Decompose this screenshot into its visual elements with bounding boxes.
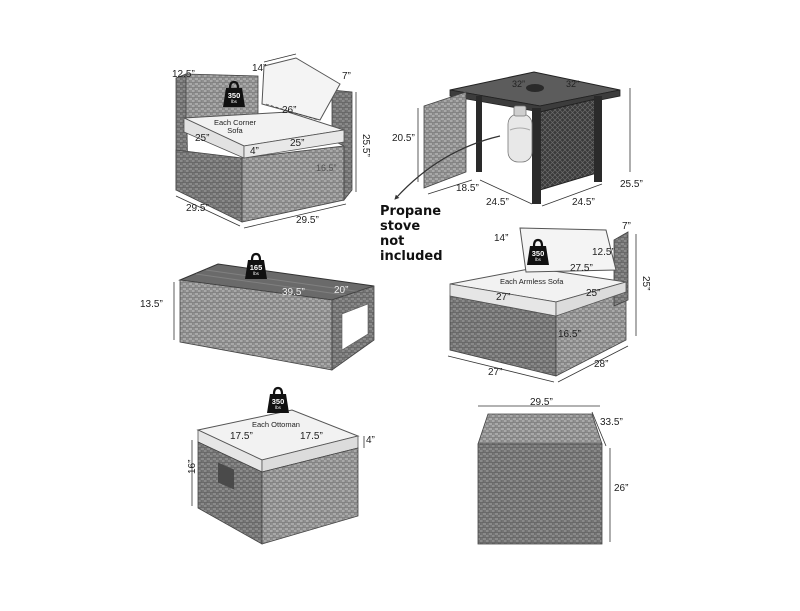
corner-sofa-weight-unit: lbs [231, 99, 237, 104]
coffee-table-weight-value: 165 [249, 263, 263, 272]
armless-sofa-weight-icon: 350 lbs [526, 238, 550, 266]
storage-box-front [477, 443, 603, 545]
coffee-table-opening [341, 303, 369, 351]
coffee-table-depth: 20” [334, 285, 349, 296]
propane-note-line-2: stove [380, 219, 421, 234]
coffee-table-weight-unit: lbs [253, 271, 259, 276]
armless-sofa-weight-value: 350 [531, 249, 545, 258]
corner-sofa-seat-cushion-front [243, 129, 345, 159]
ottoman-weight-icon: 350 lbs [266, 386, 290, 414]
corner-sofa-drawing [175, 53, 357, 229]
fire-table-top-right: 32” [566, 79, 580, 89]
fire-table-open-door [423, 91, 467, 189]
armless-sofa-back-thickness: 7” [622, 221, 631, 232]
storage-box-height: 26” [614, 483, 629, 494]
storage-box-depth: 33.5” [600, 417, 623, 428]
coffee-table-length: 39.5” [282, 287, 305, 298]
fire-table-leg-right [594, 96, 602, 182]
storage-box-top [477, 413, 603, 445]
corner-sofa-seat-front: 25” [290, 138, 305, 149]
storage-box-drawing [477, 405, 611, 545]
fire-table-depth: 24.5” [486, 197, 509, 208]
corner-sofa-side [241, 145, 345, 223]
armless-sofa-seat-cushion-side [555, 281, 627, 317]
fire-table-door-height: 20.5” [392, 133, 415, 144]
fire-table-leg-front [532, 108, 541, 204]
corner-sofa-arm-height: 12.5” [172, 69, 195, 80]
propane-note: Propane stove not included [380, 204, 443, 264]
armless-sofa-seat-left: 27” [496, 292, 511, 303]
ottoman-right: 17.5” [300, 431, 323, 442]
fire-table-front-grate [539, 97, 601, 191]
corner-sofa-seat-height: 16.5” [316, 163, 337, 173]
ottoman-left: 17.5” [230, 431, 253, 442]
armless-sofa-depth: 28” [594, 359, 609, 370]
fire-table-drawing [394, 71, 631, 207]
fire-table-door-width: 18.5” [456, 183, 479, 194]
armless-sofa-caption: Each Armless Sofa [500, 277, 564, 286]
corner-sofa-back-cushion [261, 57, 341, 121]
propane-note-line-4: included [380, 249, 443, 264]
storage-box-width: 29.5” [530, 397, 553, 408]
propane-note-line-1: Propane [380, 204, 442, 219]
ottoman-weight-unit: lbs [275, 405, 281, 410]
ottoman-height: 16” [187, 459, 198, 474]
fire-table-width: 24.5” [572, 197, 595, 208]
fire-table-burner [526, 84, 544, 92]
corner-sofa-back-width: 26” [282, 105, 297, 116]
corner-sofa-height: 25.5” [360, 134, 371, 157]
propane-note-line-3: not [380, 234, 405, 249]
armless-sofa-seat-height: 16.5” [558, 329, 581, 340]
corner-sofa-weight-icon: 350 lbs [222, 80, 246, 108]
corner-sofa-back-thickness: 7” [342, 71, 351, 82]
ottoman-handle [218, 462, 234, 490]
corner-sofa-seat-left: 25” [195, 133, 210, 144]
armless-sofa-width: 27” [488, 367, 503, 378]
propane-arrow [394, 135, 501, 200]
armless-sofa-arm-height: 12.5” [592, 247, 615, 258]
ottoman-cushion-thickness: 4” [366, 435, 375, 446]
armless-sofa-height: 25” [640, 276, 651, 291]
coffee-table-drawing [173, 263, 375, 371]
corner-sofa-weight-value: 350 [227, 91, 241, 100]
ottoman-drawing [191, 409, 365, 545]
corner-sofa-caption: Each Corner Sofa [213, 118, 257, 135]
armless-sofa-seat-right: 25” [586, 288, 601, 299]
coffee-table-weight-icon: 165 lbs [244, 252, 268, 280]
armless-sofa-back-width: 27.5” [570, 263, 593, 274]
fire-table-top-left: 32” [512, 79, 526, 89]
ottoman-caption: Each Ottoman [252, 420, 300, 429]
armless-sofa-drawing [447, 227, 637, 383]
corner-sofa-seat-thickness: 4” [250, 146, 259, 157]
ottoman-weight-value: 350 [271, 397, 285, 406]
armless-sofa-weight-unit: lbs [535, 257, 541, 262]
corner-sofa-depth: 29.5” [186, 203, 209, 214]
corner-sofa-back-depth: 14” [252, 63, 267, 74]
fire-table-height: 25.5” [620, 179, 643, 190]
corner-sofa-width: 29.5” [296, 215, 319, 226]
propane-tank [507, 105, 533, 163]
armless-sofa-back-depth: 14” [494, 233, 509, 244]
fire-table-leg-left [476, 96, 482, 172]
coffee-table-height: 13.5” [140, 299, 163, 310]
ottoman-side [261, 447, 359, 545]
